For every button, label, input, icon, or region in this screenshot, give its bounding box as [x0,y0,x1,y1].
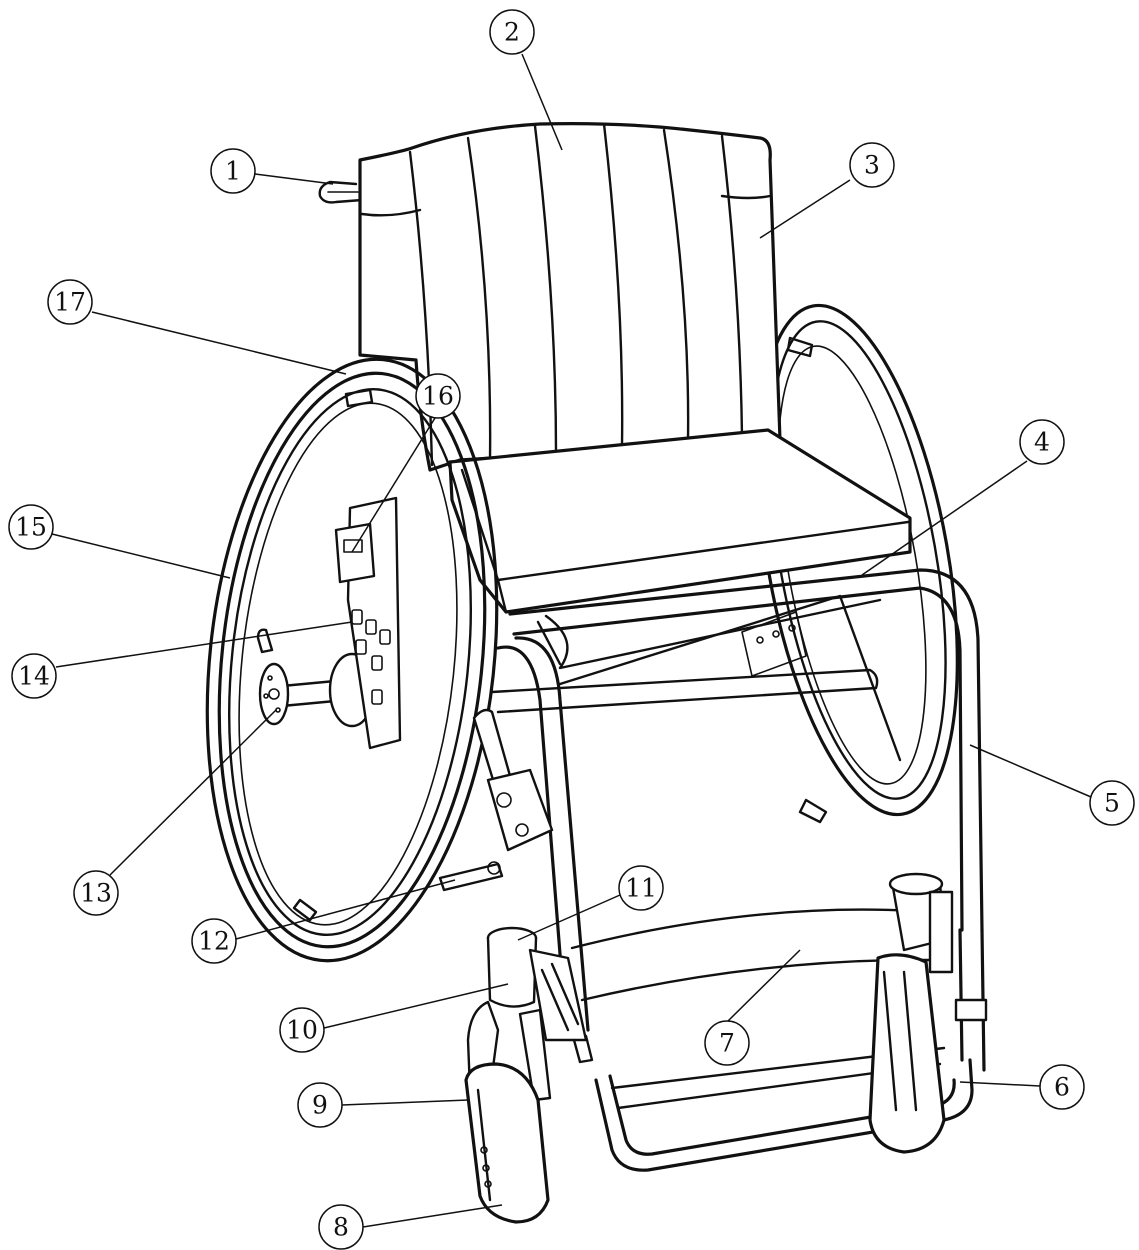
leader-16 [351,396,449,553]
callout-15: 15 [8,504,54,550]
leader-17 [91,311,347,375]
backrest [318,122,782,472]
callout-5-label: 5 [1104,789,1120,818]
leader-3 [759,179,851,239]
callout-7: 7 [704,1020,750,1066]
leader-8 [362,1204,503,1228]
callout-12-label: 12 [198,927,230,956]
leader-1 [254,173,334,185]
callout-6: 6 [1039,1064,1085,1110]
leader-15 [51,533,231,579]
callout-9-label: 9 [312,1091,328,1120]
rear-right-wheel [757,303,959,824]
leader-5 [969,744,1092,798]
callout-10-label: 10 [286,1016,318,1045]
callout-13-label: 13 [80,879,112,908]
callout-4: 4 [1019,419,1065,465]
wheel-brake [438,708,554,892]
callout-2: 2 [489,9,535,55]
right-caster [868,872,954,1154]
callout-10: 10 [279,1007,325,1053]
callout-3-label: 3 [864,151,880,180]
callout-16-label: 16 [422,382,454,411]
callout-8-label: 8 [333,1213,349,1242]
leader-lines [51,53,1092,1228]
callout-2-label: 2 [504,18,520,47]
callout-14: 14 [11,653,57,699]
leader-2 [521,53,563,151]
leader-11 [517,894,621,941]
callout-6-label: 6 [1054,1073,1070,1102]
leader-13 [109,709,277,876]
callout-4-label: 4 [1034,428,1050,457]
leader-10 [323,983,509,1029]
callout-7-label: 7 [719,1029,735,1058]
callout-9: 9 [297,1082,343,1128]
callout-16: 16 [415,373,461,419]
leader-14 [55,621,353,668]
callout-15-label: 15 [15,513,47,542]
left-caster [464,926,594,1224]
leader-12 [235,879,456,940]
callout-badges: 1 2 3 4 5 6 7 8 9 10 11 12 13 14 15 16 1… [8,9,1135,1250]
leader-6 [959,1081,1041,1087]
callout-11-label: 11 [625,874,657,903]
callout-5: 5 [1089,780,1135,826]
leader-4 [861,460,1028,576]
seat-cushion [448,428,912,614]
leader-9 [341,1099,469,1106]
callout-11: 11 [618,865,664,911]
callout-3: 3 [849,142,895,188]
callout-8: 8 [318,1204,364,1250]
callout-12: 12 [191,918,237,964]
callout-14-label: 14 [18,662,50,691]
callout-17-label: 17 [54,288,86,317]
callout-1: 1 [210,148,256,194]
callout-1-label: 1 [225,157,241,186]
rear-left-wheel [205,357,499,963]
callout-13: 13 [73,870,119,916]
leader-7 [727,949,801,1022]
callout-17: 17 [47,279,93,325]
